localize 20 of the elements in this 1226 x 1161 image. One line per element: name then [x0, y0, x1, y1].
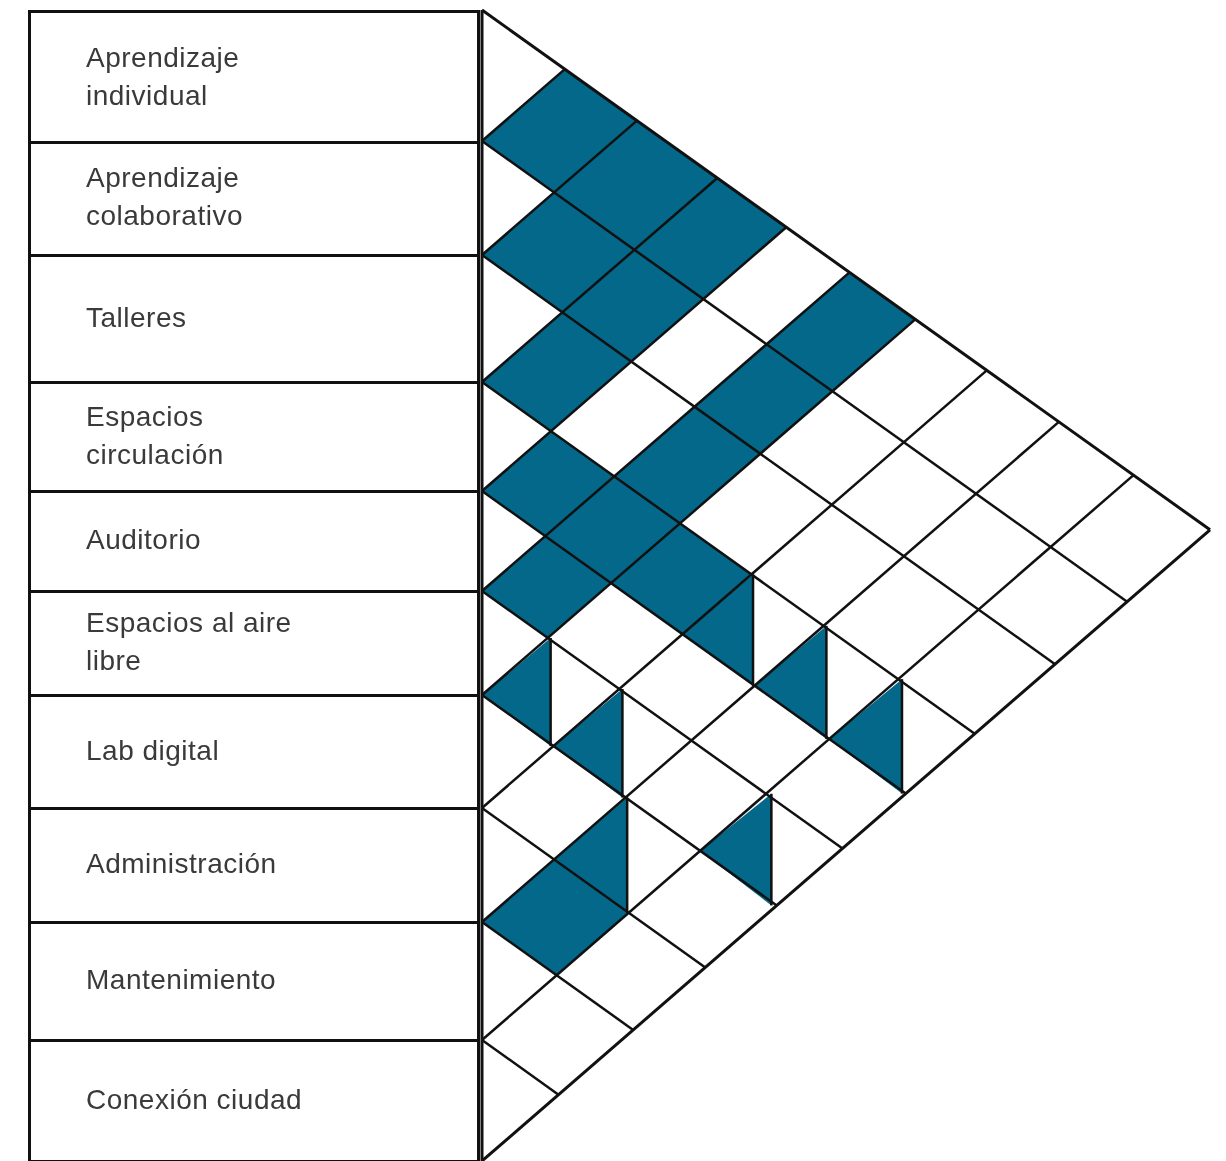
category-label: Aprendizaje colaborativo — [86, 161, 244, 234]
category-label: Mantenimiento — [86, 963, 277, 998]
category-row-box — [28, 382, 480, 493]
category-row-box — [28, 808, 480, 924]
category-label: Espacios al aire libre — [86, 606, 293, 679]
category-row-box — [28, 10, 480, 144]
category-label: Aprendizaje individual — [86, 41, 241, 113]
category-row-box — [28, 141, 480, 257]
category-label: Lab digital — [86, 733, 220, 768]
category-row-box — [28, 591, 480, 697]
category-label: Administración — [86, 847, 277, 882]
category-row-box — [28, 491, 480, 593]
category-label: Conexión ciudad — [86, 1082, 303, 1117]
category-row-box — [28, 255, 480, 384]
category-label: Talleres — [86, 300, 187, 335]
category-row-box — [28, 1040, 480, 1161]
category-row-box — [28, 922, 480, 1042]
category-row-box — [28, 695, 480, 810]
category-label: Auditorio — [86, 523, 201, 558]
category-label: Espacios circulación — [86, 399, 225, 472]
